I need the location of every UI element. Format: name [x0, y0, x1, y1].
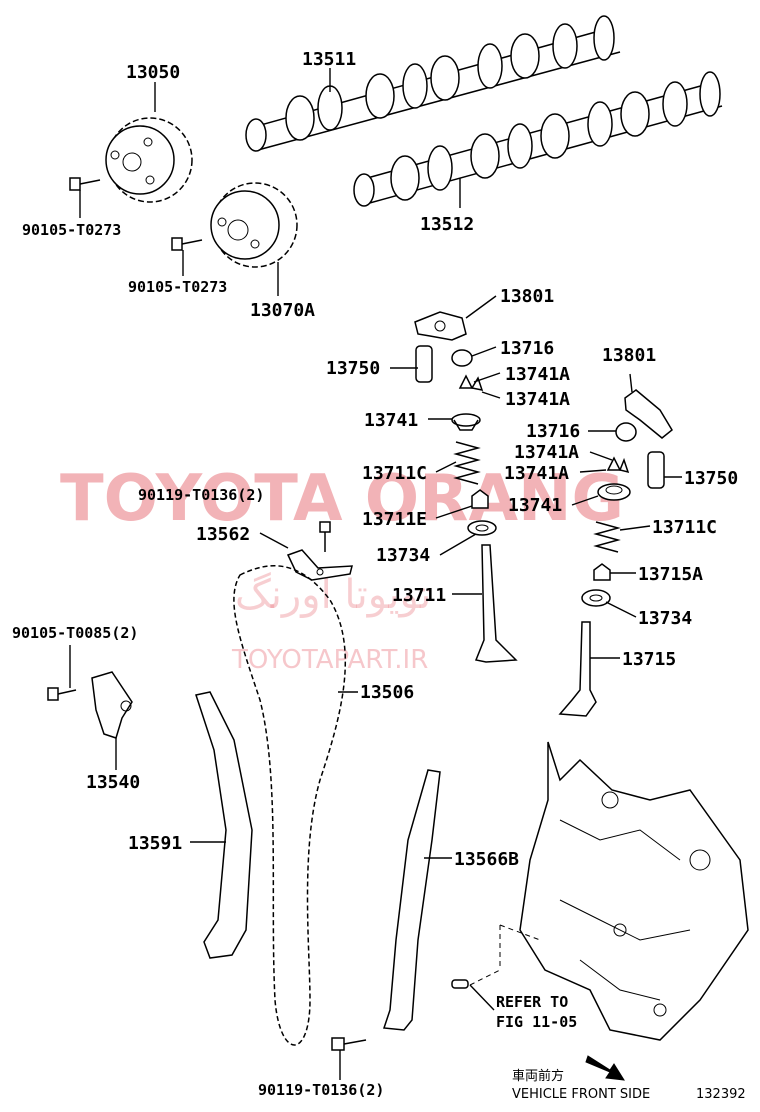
valve-keeper-13741A-b[interactable]: [606, 456, 630, 474]
label-90105-T0273-b[interactable]: 90105-T0273: [128, 278, 227, 296]
lash-adjuster-13750-b[interactable]: [647, 451, 665, 489]
pad-13716-b[interactable]: [615, 422, 637, 442]
valve-spring-13711C[interactable]: [453, 441, 481, 485]
label-13511[interactable]: 13511: [302, 49, 356, 70]
camshaft-timing-gear-13050[interactable]: [105, 117, 193, 203]
label-13741-a[interactable]: 13741: [364, 410, 418, 431]
lash-adjuster-13750-a[interactable]: [415, 345, 433, 383]
vehicle-front-japanese: 車両前方: [512, 1068, 564, 1084]
washer-13734-a[interactable]: [467, 520, 497, 536]
chain-vibration-damper-13562[interactable]: [286, 549, 353, 581]
label-13566B[interactable]: 13566B: [454, 849, 519, 870]
refer-line-1: REFER TO: [496, 993, 568, 1011]
label-13741A-a[interactable]: 13741A: [505, 364, 570, 385]
timing-chain-13506[interactable]: [233, 565, 347, 1046]
label-13512[interactable]: 13512: [420, 214, 474, 235]
label-13711[interactable]: 13711: [392, 585, 446, 606]
camshaft-timing-gear-13070A[interactable]: [210, 182, 298, 268]
bolt-90105-T0273-a[interactable]: [69, 177, 101, 191]
leader-lines: [69, 68, 682, 1080]
bolt-90105-T0273-b[interactable]: [171, 237, 203, 251]
label-13801-b[interactable]: 13801: [602, 345, 656, 366]
valve-keeper-13741A-a[interactable]: [458, 374, 484, 391]
label-13540[interactable]: 13540: [86, 772, 140, 793]
watermark-site-text: TOYOTAPART.IR: [231, 645, 428, 675]
vehicle-front-english: VEHICLE FRONT SIDE: [512, 1087, 650, 1102]
label-13716-b[interactable]: 13716: [526, 421, 580, 442]
label-13711C-b[interactable]: 13711C: [652, 517, 717, 538]
label-13741-b[interactable]: 13741: [508, 495, 562, 516]
chain-guide-13566B[interactable]: [382, 769, 441, 1031]
intake-valve-13711[interactable]: [474, 544, 518, 663]
label-13801-a[interactable]: 13801: [500, 286, 554, 307]
label-13050[interactable]: 13050: [126, 62, 180, 83]
camshaft-13512[interactable]: [353, 71, 723, 207]
dowel-pin[interactable]: [451, 979, 469, 989]
label-13562[interactable]: 13562: [196, 524, 250, 545]
label-13750-b[interactable]: 13750: [684, 468, 738, 489]
label-13741A-c[interactable]: 13741A: [514, 442, 579, 463]
refer-line-2: FIG 11-05: [496, 1013, 577, 1031]
label-13716-a[interactable]: 13716: [500, 338, 554, 359]
refer-note: REFER TO FIG 11-05: [496, 993, 577, 1031]
label-13591[interactable]: 13591: [128, 833, 182, 854]
label-13506[interactable]: 13506: [360, 682, 414, 703]
label-13715[interactable]: 13715: [622, 649, 676, 670]
label-13734-a[interactable]: 13734: [376, 545, 430, 566]
watermark-farsi-text: تویوتا اورنگ: [235, 572, 431, 618]
valve-seal-13711E[interactable]: [471, 489, 489, 509]
spring-retainer-13741-b[interactable]: [597, 483, 631, 501]
label-13741A-d[interactable]: 13741A: [504, 463, 569, 484]
label-13715A[interactable]: 13715A: [638, 564, 703, 585]
part-labels: 13050 13511 13512 90105-T0273 90105-T027…: [12, 49, 738, 1099]
label-13741A-b[interactable]: 13741A: [505, 389, 570, 410]
chain-tensioner-13540[interactable]: [91, 671, 133, 739]
bolt-90119-T0136-bottom[interactable]: [331, 1037, 367, 1051]
valve-seal-13715A[interactable]: [593, 563, 611, 581]
washer-13734-b[interactable]: [581, 589, 611, 607]
vehicle-front-indicator: 車両前方 VEHICLE FRONT SIDE: [512, 1055, 650, 1102]
label-13070A[interactable]: 13070A: [250, 300, 315, 321]
rocker-arm-13801-b[interactable]: [624, 389, 673, 439]
label-90105-T0085[interactable]: 90105-T0085(2): [12, 624, 138, 642]
label-13750-a[interactable]: 13750: [326, 358, 380, 379]
pad-13716-a[interactable]: [451, 349, 473, 367]
rocker-arm-13801-a[interactable]: [414, 311, 467, 341]
figure-number: 132392: [696, 1087, 746, 1102]
label-13711E[interactable]: 13711E: [362, 509, 427, 530]
watermark: TOYOTA ORANG تویوتا اورنگ TOYOTAPART.IR: [60, 462, 624, 675]
valve-spring-13711C-b[interactable]: [593, 521, 621, 553]
label-13734-b[interactable]: 13734: [638, 608, 692, 629]
label-90119-T0136-top[interactable]: 90119-T0136(2): [138, 486, 264, 504]
chain-tensioner-slipper-13591[interactable]: [195, 691, 253, 959]
label-90119-T0136-bottom[interactable]: 90119-T0136(2): [258, 1081, 384, 1099]
camshaft-13511[interactable]: [245, 15, 621, 152]
engine-block-reference: [469, 741, 749, 1041]
bolt-90105-T0085[interactable]: [47, 687, 77, 701]
watermark-main-text: TOYOTA ORANG: [60, 462, 624, 536]
spring-retainer-13741-a[interactable]: [451, 413, 481, 431]
label-13711C-a[interactable]: 13711C: [362, 463, 427, 484]
exhaust-valve-13715[interactable]: [558, 621, 597, 717]
label-90105-T0273-a[interactable]: 90105-T0273: [22, 221, 121, 239]
arrow-down-right-icon: [585, 1055, 625, 1081]
bolt-90119-T0136-top[interactable]: [319, 521, 331, 552]
